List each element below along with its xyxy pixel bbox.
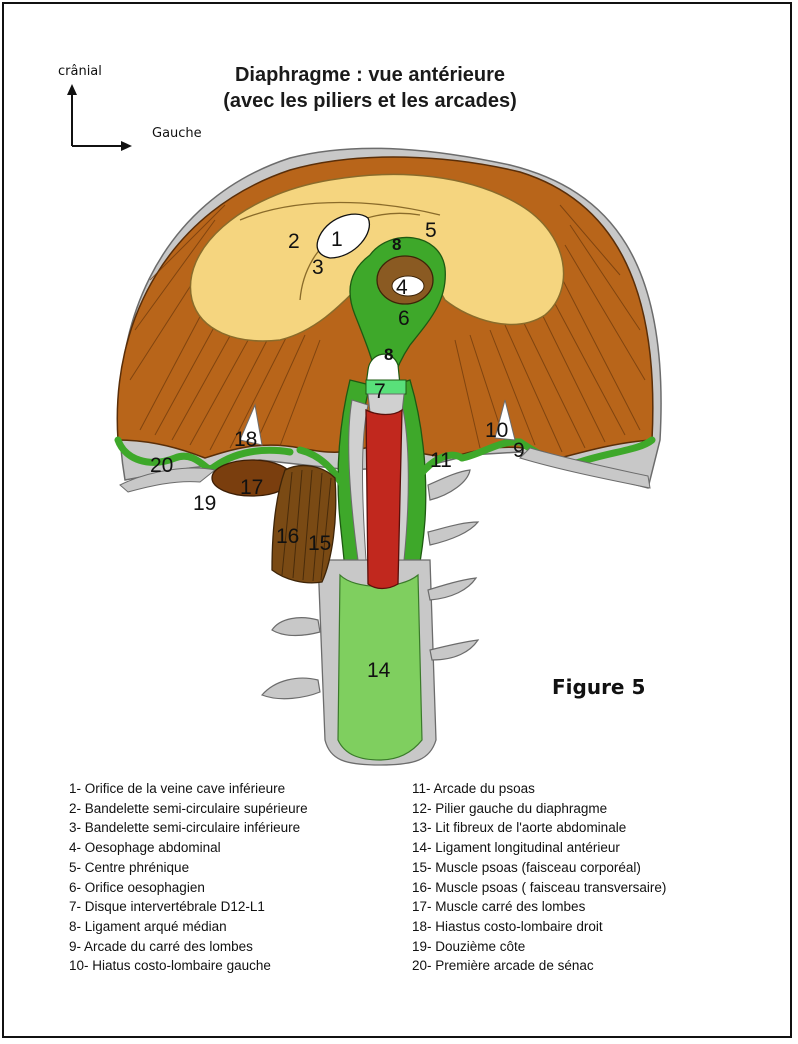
label-6: 6 (398, 307, 410, 330)
legend-item: 4- Oesophage abdominal (69, 838, 308, 858)
label-17: 17 (240, 476, 263, 499)
legend-item: 8- Ligament arqué médian (69, 917, 308, 937)
legend-left-column: 1- Orifice de la veine cave inférieure 2… (69, 779, 308, 976)
legend-item: 17- Muscle carré des lombes (412, 897, 666, 917)
label-9: 9 (513, 439, 525, 462)
legend-item: 13- Lit fibreux de l'aorte abdominale (412, 818, 666, 838)
legend-item: 20- Première arcade de sénac (412, 956, 666, 976)
label-10: 10 (485, 419, 508, 442)
arrow-right-icon (121, 141, 132, 151)
orientation-arrows (72, 92, 124, 146)
legend-item: 14- Ligament longitudinal antérieur (412, 838, 666, 858)
label-3: 3 (312, 256, 324, 279)
legend-item: 19- Douzième côte (412, 937, 666, 957)
intervertebral-disc (366, 380, 406, 394)
legend-item: 16- Muscle psoas ( faisceau transversair… (412, 878, 666, 898)
label-5: 5 (425, 219, 437, 242)
legend-item: 2- Bandelette semi-circulaire supérieure (69, 799, 308, 819)
arrow-up-icon (67, 84, 77, 95)
label-7: 7 (374, 380, 386, 403)
legend-item: 7- Disque intervertébrale D12-L1 (69, 897, 308, 917)
legend-item: 1- Orifice de la veine cave inférieure (69, 779, 308, 799)
label-20: 20 (150, 454, 173, 477)
label-19: 19 (193, 492, 216, 515)
figure-number-label: Figure 5 (552, 675, 645, 699)
label-18: 18 (234, 428, 257, 451)
legend-item: 11- Arcade du psoas (412, 779, 666, 799)
legend-item: 6- Orifice oesophagien (69, 878, 308, 898)
label-15: 15 (308, 532, 331, 555)
legend-item: 5- Centre phrénique (69, 858, 308, 878)
legend-item: 12- Pilier gauche du diaphragme (412, 799, 666, 819)
label-8-top: 8 (392, 235, 401, 254)
label-14: 14 (367, 659, 391, 682)
legend-right-column: 11- Arcade du psoas 12- Pilier gauche du… (412, 779, 666, 976)
abdominal-aorta (366, 410, 402, 589)
label-1: 1 (331, 228, 343, 251)
legend-item: 9- Arcade du carré des lombes (69, 937, 308, 957)
label-8-bottom: 8 (384, 345, 393, 364)
legend-item: 3- Bandelette semi-circulaire inférieure (69, 818, 308, 838)
label-2: 2 (288, 230, 300, 253)
legend-item: 10- Hiatus costo-lombaire gauche (69, 956, 308, 976)
legend-item: 15- Muscle psoas (faisceau corporéal) (412, 858, 666, 878)
label-4: 4 (396, 276, 408, 299)
legend-item: 18- Hiastus costo-lombaire droit (412, 917, 666, 937)
label-11: 11 (430, 449, 452, 472)
label-16: 16 (276, 525, 299, 548)
